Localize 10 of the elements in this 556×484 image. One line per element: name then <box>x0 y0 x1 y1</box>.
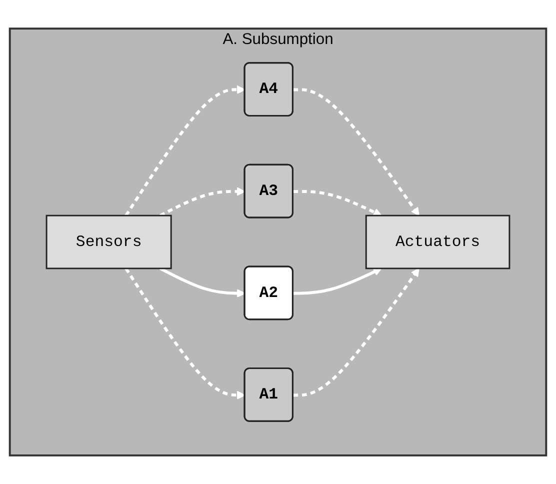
arrow <box>293 268 382 295</box>
arrow <box>293 268 420 397</box>
arrow <box>124 85 246 216</box>
arrow <box>160 267 246 298</box>
arrow <box>160 187 246 217</box>
arrow <box>293 190 382 216</box>
node-box <box>46 214 172 270</box>
arrow <box>293 88 420 216</box>
node-box <box>365 214 510 270</box>
arrow <box>124 268 246 400</box>
